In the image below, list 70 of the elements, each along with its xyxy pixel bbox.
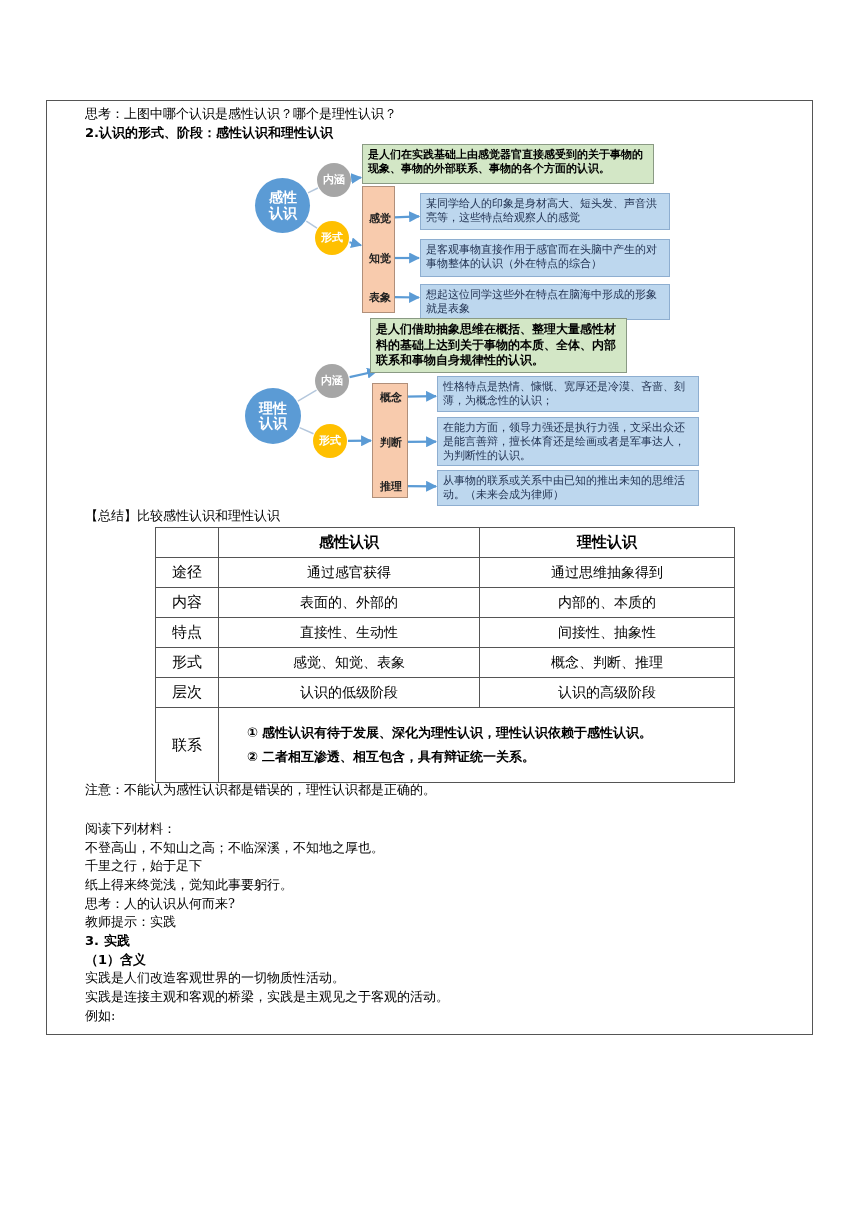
arrow [394,291,421,303]
column-header-cell: 理性认识 [479,527,735,558]
form-label: 推理 [376,479,406,495]
connector-line [307,187,319,194]
row-header-cell: 特点 [155,617,219,648]
quote-text: 纸上得来终觉浅，觉知此事要躬行。 [85,876,293,894]
paragraph: 实践是人们改造客观世界的一切物质性活动。 [85,969,345,987]
paragraph: 例如: [85,1007,116,1025]
example-box: 某同学给人的印象是身材高大、短头发、声音洪亮等，这些特点给观察人的感觉 [420,193,670,230]
definition-box: 是人们在实践基础上由感觉器官直接感受到的关于事物的现象、事物的外部联系、事物的各个方面的认识。 [362,144,654,184]
form-bar [362,186,395,313]
row-header-cell: 形式 [155,647,219,678]
section-heading: 3. 实践 [85,932,130,950]
arrow [405,390,438,402]
row-header-cell: 途径 [155,557,219,588]
quote-text: 不登高山，不知山之高；不临深溪，不知地之厚也。 [85,839,384,857]
example-box: 在能力方面，领导力强还是执行力强，文采出众还是能言善辩，擅长体育还是绘画或者是军事达人，为判断性的认识。 [437,417,699,467]
form-label: 感觉 [365,211,394,227]
table-cell: 认识的低级阶段 [218,677,480,708]
category-circle: 内涵 [315,364,349,398]
paragraph: 实践是连接主观和客观的桥梁，实践是主观见之于客观的活动。 [85,988,449,1006]
form-label: 知觉 [365,251,394,267]
table-cell: 通过思维抽象得到 [479,557,735,588]
example-box: 从事物的联系或关系中由已知的推出未知的思维活动。（未来会成为律师） [437,470,699,506]
connector-line [305,220,318,229]
form-label: 表象 [365,290,394,306]
concept-circle: 理性认识 [245,388,301,444]
example-box: 是客观事物直接作用于感官而在头脑中产生的对事物整体的认识（外在特点的综合） [420,239,670,277]
section-heading: 2.认识的形式、阶段：感性认识和理性认识 [85,124,333,142]
question-text: 思考：上图中哪个认识是感性认识？哪个是理性认识？ [85,105,397,123]
arrow [348,435,373,447]
form-bar [372,383,408,498]
category-circle: 形式 [315,221,349,255]
table-cell: 间接性、抽象性 [479,617,735,648]
category-circle: 形式 [313,424,347,458]
arrow [406,436,438,448]
table-cell: 内部的、本质的 [479,587,735,618]
note-text: 注意：不能认为感性认识都是错误的，理性认识都是正确的。 [85,781,436,799]
category-circle: 内涵 [317,163,351,197]
row-header-cell: 联系 [155,707,219,783]
example-box: 想起这位同学这些外在特点在脑海中形成的形象就是表象 [420,284,670,320]
connector-line [298,426,315,435]
table-cell: 通过感官获得 [218,557,480,588]
arrow [393,211,421,223]
arrow [349,237,363,249]
table-cell: 感觉、知觉、表象 [218,647,480,678]
question-text: 思考：人的认识从何而来? [85,895,235,913]
table-cell: 表面的、外部的 [218,587,480,618]
connector-line [297,389,318,402]
arrow [394,252,421,264]
instruction-text: 阅读下列材料： [85,820,176,838]
table-cell: 概念、判断、推理 [479,647,735,678]
quote-text: 千里之行，始于足下 [85,857,202,875]
row-header-cell: 内容 [155,587,219,618]
definition-box: 是人们借助抽象思维在概括、整理大量感性材料的基础上达到关于事物的本质、全体、内部联系和事物自身规律性的认识。 [370,318,627,373]
row-header-cell: 层次 [155,677,219,708]
form-label: 概念 [376,390,406,406]
concept-circle: 感性认识 [255,178,310,233]
summary-heading: 【总结】比较感性认识和理性认识 [85,507,280,525]
subsection-heading: （1）含义 [85,951,147,969]
numbered-statement: ① 感性认识有待于发展、深化为理性认识，理性认识依赖于感性认识。 [246,724,654,742]
column-header-cell: 感性认识 [218,527,480,558]
hint-text: 教师提示：实践 [85,913,176,931]
example-box: 性格特点是热情、慷慨、宽厚还是冷漠、吝啬、刻薄，为概念性的认识； [437,376,699,412]
table-cell: 认识的高级阶段 [479,677,735,708]
arrow [350,173,363,184]
table-cell: 直接性、生动性 [218,617,480,648]
arrow [406,480,438,492]
form-label: 判断 [376,435,406,451]
numbered-statement: ② 二者相互渗透、相互包含，具有辩证统一关系。 [246,748,537,766]
